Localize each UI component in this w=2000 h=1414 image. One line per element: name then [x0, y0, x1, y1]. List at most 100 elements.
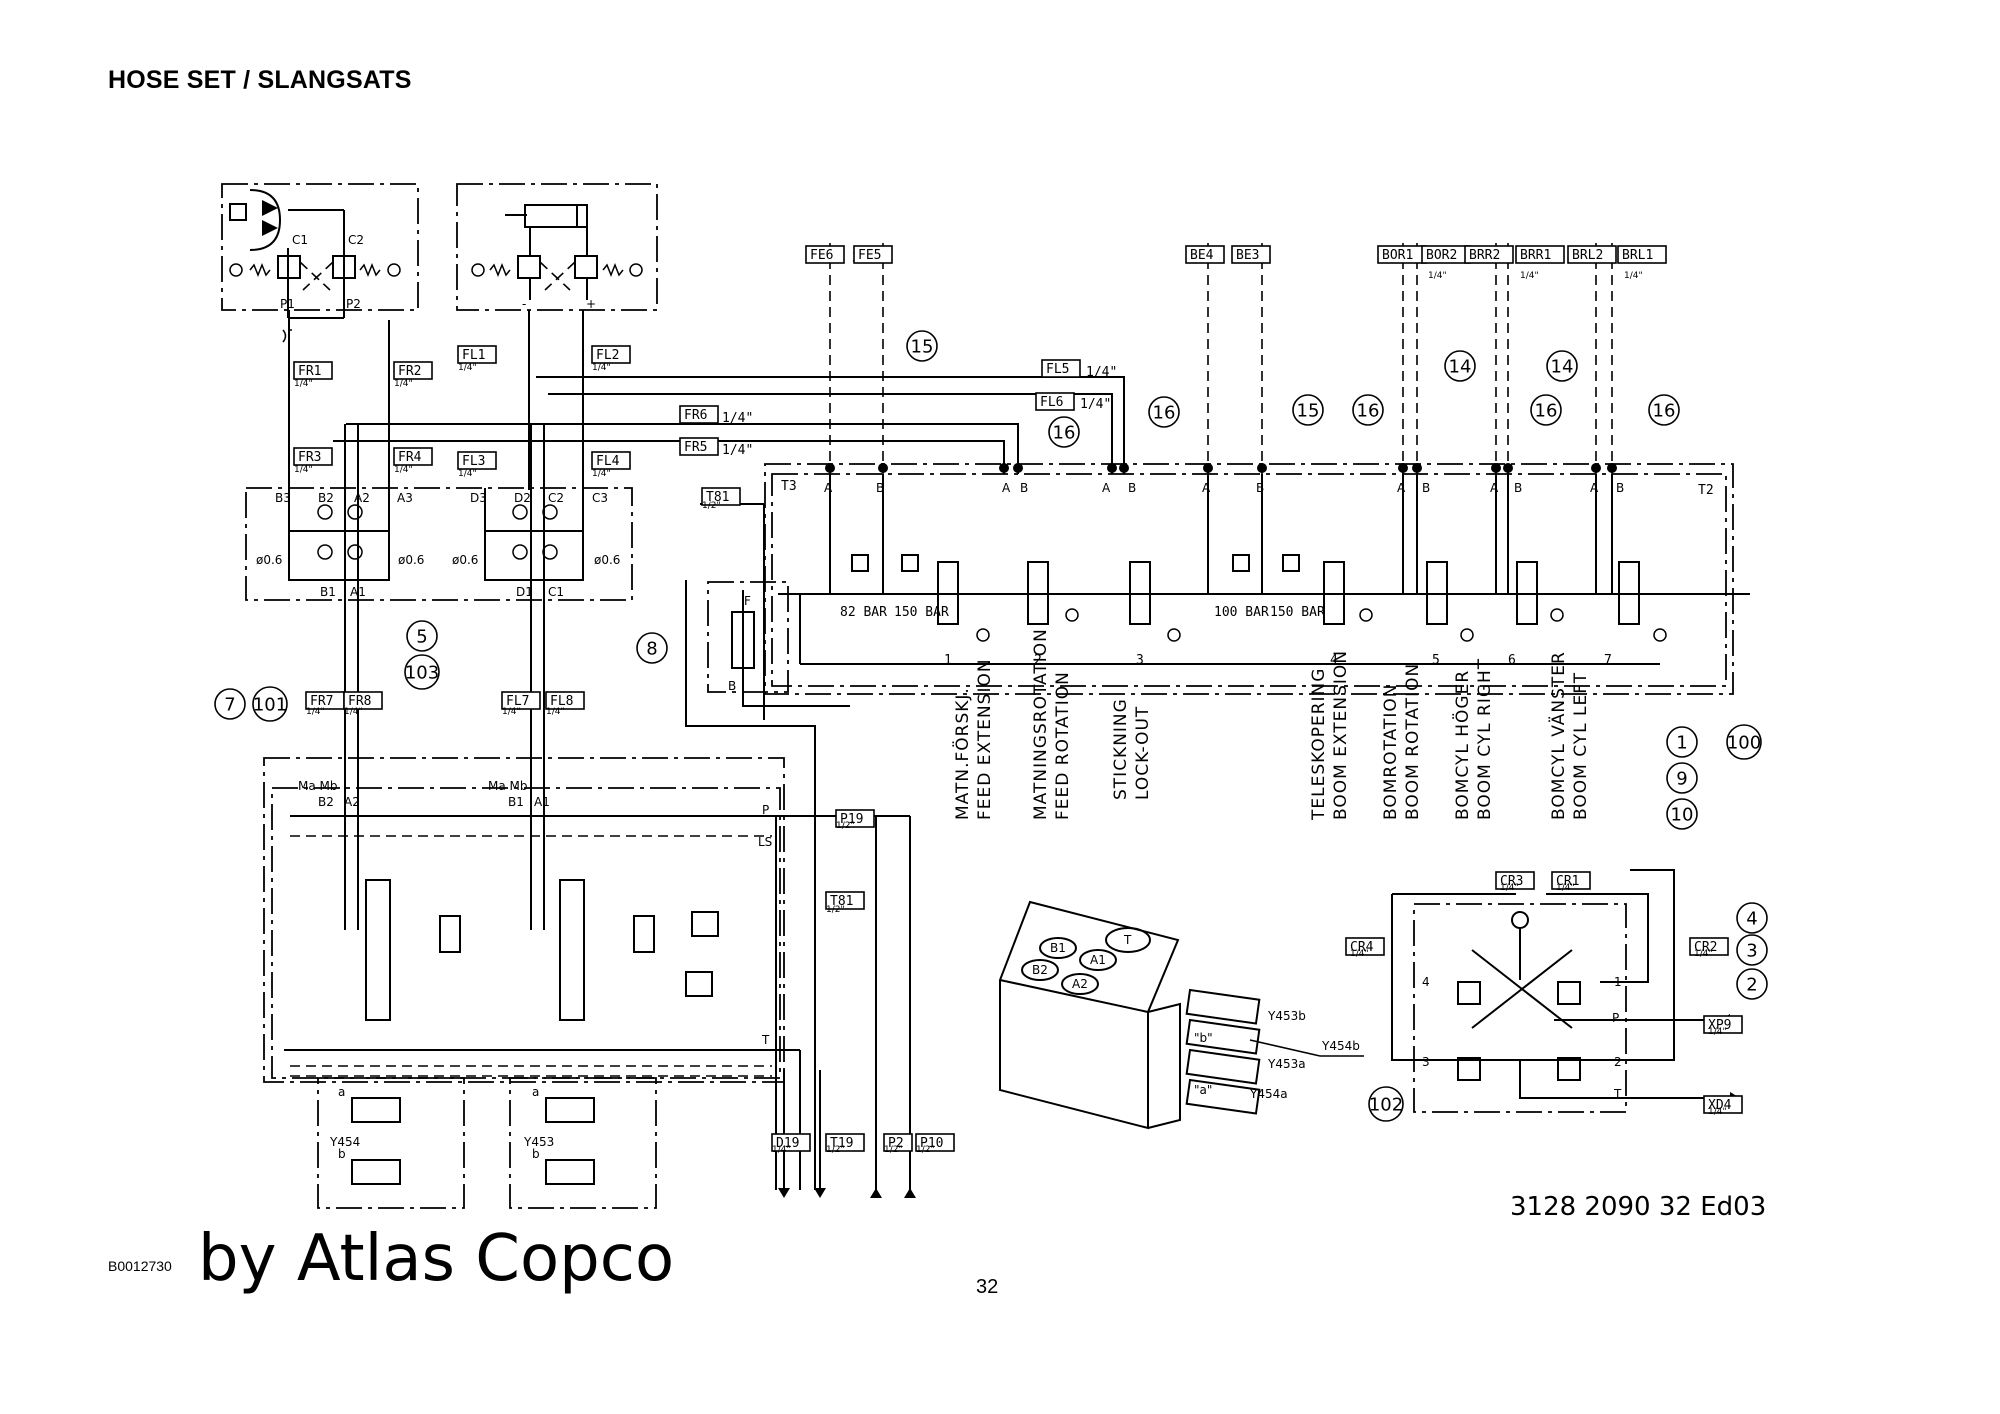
hose-tag-id: FE5	[858, 248, 881, 263]
hose-tag-id: FR7	[310, 694, 333, 709]
section-number: 6	[1508, 653, 1516, 668]
pressure-setting: 150 BAR	[894, 605, 949, 620]
balloon-number: 7	[224, 695, 235, 716]
hose-size: 1/4"	[1520, 271, 1539, 281]
pressure-setting: 100 BAR	[1214, 605, 1269, 620]
hose-tag-box	[1703, 1015, 1743, 1034]
balloon-number: 2	[1746, 975, 1757, 996]
reference-balloon-1: 1	[1666, 726, 1698, 758]
balloon-number: 1	[1676, 733, 1687, 754]
svg-text:B: B	[876, 481, 884, 495]
section-label-sv: BOMROTATION	[1381, 684, 1401, 820]
balloon-circle	[1736, 902, 1768, 934]
port-label: D2	[514, 491, 531, 505]
hose-size: 1/4"	[1556, 883, 1575, 893]
port-label: T	[761, 1033, 770, 1047]
svg-text:A: A	[1002, 481, 1011, 495]
hose-tag-box	[1515, 245, 1565, 264]
hose-tags: FE63/8"FE5BE43/8"BE3BOR1BOR21/4"BRR2BRR1…	[293, 245, 1743, 1155]
hose-tag-id: T19	[830, 1136, 853, 1151]
page-number: 32	[976, 1276, 999, 1298]
reference-balloon-9: 9	[1666, 762, 1698, 794]
hose-tag-id: BRR1	[1520, 248, 1551, 263]
hose-tag-box	[1567, 245, 1617, 264]
balloon-number: 10	[1671, 805, 1694, 826]
solenoid-coil-label: a	[338, 1085, 345, 1099]
isometric-valve-view: T B1 A1 B2 A2 Y453b Y454b Y453a Y454a "b…	[999, 900, 1364, 1130]
reference-balloon-8: 8	[636, 632, 668, 664]
section-number: 4	[1330, 653, 1338, 668]
port-label: C2	[548, 491, 564, 505]
iso-port-label: B2	[1032, 963, 1048, 977]
hose-tag-id: P10	[920, 1136, 943, 1151]
section-label-sv: BOMCYL VÄNSTER	[1548, 651, 1569, 820]
balloon-number: 103	[405, 663, 439, 684]
balloon-circle	[906, 330, 938, 362]
solenoid-coil-label: b	[338, 1147, 346, 1161]
hose-tag-box	[393, 447, 433, 466]
port-label: T	[1613, 1087, 1622, 1101]
hose-size: 1/4"	[546, 707, 565, 717]
balloon-circle	[1666, 798, 1698, 830]
port-label: A1	[350, 585, 366, 599]
svg-text:B: B	[1422, 481, 1430, 495]
part-number: 3128 2090 32 Ed03	[1510, 1192, 1767, 1222]
balloon-circle	[1666, 762, 1698, 794]
solenoid-label: Y453	[523, 1135, 554, 1149]
balloon-circle	[214, 688, 246, 720]
hose-tag-id: FL5	[1046, 362, 1069, 377]
hose-tag-id: CR3	[1500, 874, 1523, 889]
section-label-en: FEED ROTATION	[1053, 671, 1073, 820]
svg-text:B: B	[1128, 481, 1136, 495]
section-label-sv: MATNINGSROTATION	[1031, 628, 1051, 820]
hose-tag-box	[853, 245, 893, 264]
balloon-circle	[1726, 724, 1762, 760]
hose-tag-id: FR3	[298, 450, 321, 465]
drawing-code: B0012730	[108, 1258, 172, 1274]
hose-tag-box	[591, 451, 631, 470]
hose-tag-box	[457, 345, 497, 364]
orifice-label: ø0.6	[452, 553, 478, 567]
balloon-circle	[1546, 350, 1578, 382]
hose-size: 1/4"	[1500, 883, 1519, 893]
reference-balloon-5: 5	[406, 620, 438, 652]
hose-tag-id: FL2	[596, 348, 619, 363]
hose-tag-id: FL1	[462, 348, 485, 363]
hose-tag-id: BRL1	[1622, 248, 1653, 263]
reference-balloon-16: 16	[1530, 394, 1562, 426]
hose-tag-be3: BE3	[1231, 245, 1271, 264]
port-label: T3	[781, 479, 797, 494]
brand-text: by Atlas Copco	[198, 1222, 675, 1296]
hose-tag-id: FL4	[596, 454, 620, 469]
iso-port-label: A2	[1072, 977, 1088, 991]
port-label: B2	[318, 795, 334, 809]
reference-balloon-15: 15	[906, 330, 938, 362]
hose-tag-id: FR5	[684, 440, 707, 455]
balloon-circle	[1736, 968, 1768, 1000]
svg-text:A: A	[1102, 481, 1111, 495]
balloon-number: 15	[911, 337, 934, 358]
reference-balloon-16: 16	[1352, 394, 1384, 426]
section-label-sv: MATN.FÖRSKJ.	[951, 687, 973, 820]
balloon-circle	[1352, 394, 1384, 426]
feed-motor-valve-assembly: C1 C2 P1 P2	[221, 183, 419, 319]
hose-tag-box	[825, 891, 865, 910]
port-label: D3	[470, 491, 487, 505]
hose-tag-box	[457, 451, 497, 470]
solenoid-mark: "b"	[1194, 1031, 1213, 1045]
section-label-en: BOOM EXTENSION	[1331, 650, 1351, 820]
hose-tag-box	[1551, 871, 1591, 890]
balloon-number: 101	[253, 695, 287, 716]
section-label-en: BOOM CYL RIGHT	[1475, 658, 1495, 820]
balloon-circle	[1148, 396, 1180, 428]
hose-tag-box	[501, 691, 541, 710]
hose-size: 1/4"	[394, 465, 413, 475]
